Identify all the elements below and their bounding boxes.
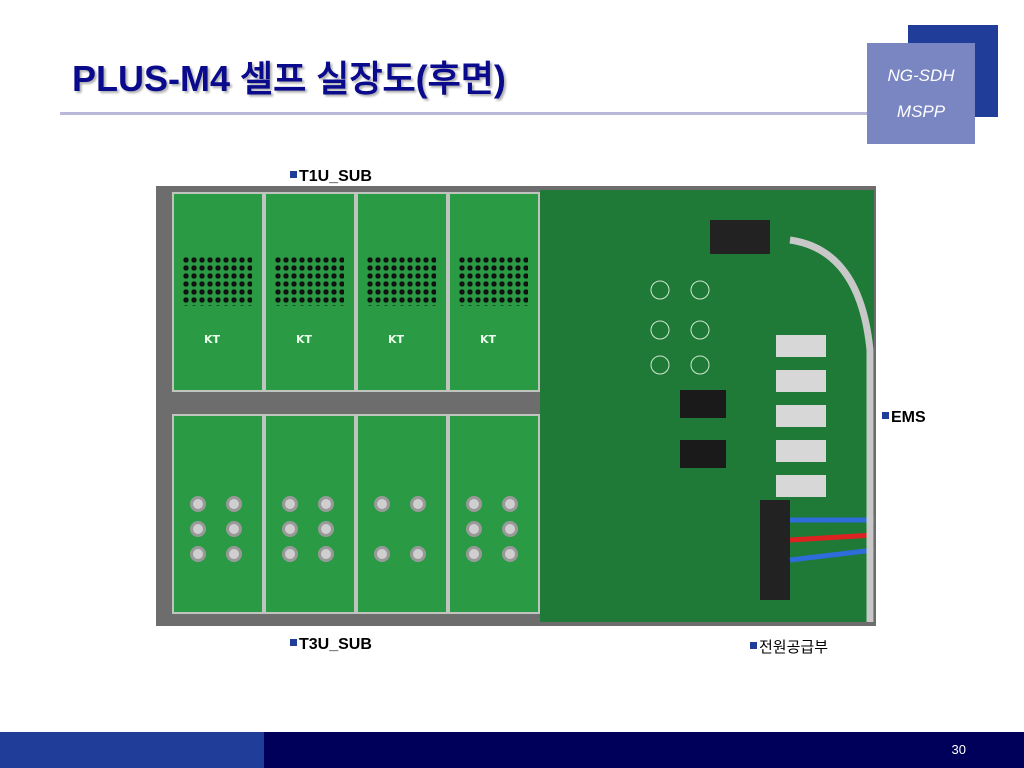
bnc-connector-icon [410, 546, 426, 562]
footer-bar-left [0, 732, 264, 768]
bnc-connector-icon [190, 521, 206, 537]
bnc-connector-icon [226, 496, 242, 512]
badge-line1: NG-SDH [887, 65, 955, 85]
bnc-connector-icon [282, 521, 298, 537]
bnc-connector-icon [502, 521, 518, 537]
bnc-connector-icon [374, 496, 390, 512]
footer-bar-right [264, 732, 1024, 768]
label-ems: EMS [882, 409, 926, 427]
bnc-connector-icon [282, 546, 298, 562]
t1u-module: KT [172, 192, 264, 392]
t3u-module [172, 414, 264, 614]
mcu-board [540, 190, 875, 622]
bnc-connector-icon [190, 496, 206, 512]
bnc-connector-icon [318, 496, 334, 512]
bnc-connector-icon [318, 546, 334, 562]
bullet-icon [290, 171, 297, 179]
bnc-connector-icon [466, 521, 482, 537]
bullet-icon [290, 639, 297, 647]
t3u-module [356, 414, 448, 614]
bullet-icon [882, 412, 889, 420]
module-logo: KT [204, 333, 221, 346]
t1u-module: KT [356, 192, 448, 392]
slide-title: PLUS-M4 셀프 실장도(후면) [72, 58, 506, 99]
bnc-connector-icon [190, 546, 206, 562]
label-t1u-text: T1U_SUB [299, 168, 372, 185]
pin-grid [458, 256, 528, 306]
label-t1u-sub: T1U_SUB [290, 168, 372, 186]
bnc-connector-icon [226, 546, 242, 562]
bnc-connector-icon [466, 496, 482, 512]
pin-grid [182, 256, 252, 306]
bnc-connector-icon [466, 546, 482, 562]
bnc-connector-icon [410, 496, 426, 512]
module-logo: KT [388, 333, 405, 346]
hardware-photo: KT KT KT KT [156, 186, 876, 626]
badge-line2: MSPP [896, 101, 946, 121]
label-power-supply: 전원공급부 [750, 636, 828, 657]
label-t3u-text: T3U_SUB [299, 636, 372, 653]
module-logo: KT [480, 333, 497, 346]
bullet-icon [750, 642, 757, 649]
t3u-module [264, 414, 356, 614]
t1u-module: KT [448, 192, 540, 392]
bnc-connector-icon [282, 496, 298, 512]
bnc-connector-icon [502, 546, 518, 562]
bnc-connector-icon [226, 521, 242, 537]
t3u-module [448, 414, 540, 614]
bnc-connector-icon [502, 496, 518, 512]
product-badge: NG-SDH MSPP [867, 43, 975, 144]
pin-grid [366, 256, 436, 306]
label-t3u-sub: T3U_SUB [290, 636, 372, 654]
pin-grid [274, 256, 344, 306]
title-divider [60, 112, 868, 115]
label-power-text: 전원공급부 [759, 638, 829, 656]
mcu-board-illustration [650, 220, 875, 622]
label-ems-text: EMS [891, 409, 926, 426]
module-logo: KT [296, 333, 313, 346]
page-number: 30 [951, 742, 966, 757]
bnc-connector-icon [318, 521, 334, 537]
bnc-connector-icon [374, 546, 390, 562]
t1u-module: KT [264, 192, 356, 392]
